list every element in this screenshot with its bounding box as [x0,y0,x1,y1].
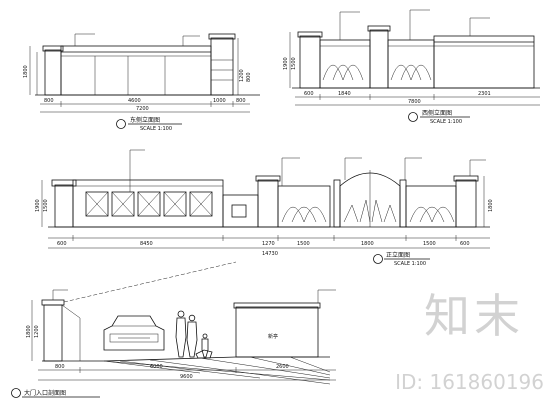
dim-total: 14730 [262,251,278,257]
square-panel [111,191,135,217]
dim-total: 7800 [408,99,421,105]
wall-cap [233,302,321,309]
pier [210,37,234,96]
title-bubble [11,388,21,398]
dim-bottom: 8450 [140,241,153,247]
pier-cap [41,299,65,306]
dim-bottom: 1500 [297,241,310,247]
dim-bottom: 4600 [128,98,141,104]
dim-bottom: 800 [44,98,54,104]
elevation-west: 1900 1500 600 1840 2301 7800 西侧立面图 SCALE… [283,9,540,125]
wall-panel [235,306,319,358]
pier [299,35,321,89]
entrance-section: 新亭 1800 1200 800 6000 2600 9600 大门入口剖面图 [11,261,336,398]
square-panel [163,191,187,217]
wall-panel [60,45,212,96]
people-silhouettes [175,310,213,359]
square-panel [137,191,161,217]
elevation-title: 正立面图 [386,251,410,259]
dim-side: 1800 [23,65,29,78]
dim-bottom: 2600 [276,364,289,370]
pier [257,179,279,228]
dim-total: 9600 [180,374,193,380]
title-bubble [373,254,383,264]
wall-label: 新亭 [268,333,278,340]
car-silhouette [103,315,165,351]
title-bubble [116,119,126,129]
pier-cap [42,45,64,52]
pier [43,304,63,362]
dim-bottom: 800 [236,98,246,104]
pier-cap [367,25,391,32]
gate-post [399,179,407,228]
elevation-scale: SCALE 1:100 [394,261,426,267]
dim-bottom: 6000 [150,364,163,370]
dim-bottom: 800 [55,364,65,370]
elevation-front: 1900 1500 1800 600 8450 1270 1500 1800 1… [35,149,494,267]
pier-cap [208,33,236,40]
dim-side: 1200 [239,69,245,82]
elevation-east: 1800 1200 800 800 4600 1000 800 7200 东侧立… [23,33,260,132]
square-panel [189,191,213,217]
pier [44,49,62,96]
fence-panel [319,39,371,89]
pier-cap [297,31,323,38]
dim-side: 1800 [488,199,494,212]
fence-panel [277,185,331,228]
dim-side: 1900 [35,199,41,212]
watermark-id: ID: 161860196 [395,370,544,394]
dim-side: 1800 [26,325,32,338]
dim-side: 1200 [34,325,40,338]
dim-bottom: 1000 [213,98,226,104]
gate-post [333,179,341,228]
pier [369,29,389,89]
pier [54,184,74,228]
elevation-title: 东侧立面图 [130,116,160,124]
elevation-title: 西侧立面图 [422,109,452,117]
watermark-logo: 知末 [424,289,524,343]
wall-panel [433,35,535,89]
dim-side: 1900 [283,57,289,70]
elevation-scale: SCALE 1:100 [430,119,462,125]
dim-bottom: 600 [460,241,470,247]
dim-bottom: 1840 [338,91,351,97]
pier-cap [453,175,479,182]
pier-cap [255,175,281,182]
dim-side: 1500 [43,199,49,212]
dim-side: 800 [246,72,252,82]
dim-side: 1500 [291,57,297,70]
dim-total: 7200 [136,106,149,112]
pier-cap [51,179,77,187]
square-panel [85,191,109,217]
dim-bottom: 600 [57,241,67,247]
dim-bottom: 2301 [478,91,491,97]
section-title: 大门入口剖面图 [24,389,66,397]
elevation-scale: SCALE 1:100 [140,126,172,132]
dim-bottom: 1500 [423,241,436,247]
dim-bottom: 600 [304,91,314,97]
low-wall [222,194,259,228]
title-bubble [408,112,418,122]
dim-bottom: 1800 [361,241,374,247]
dim-bottom: 1270 [262,241,275,247]
fence-panel [387,39,435,89]
pier [455,179,477,228]
fence-panel [405,185,457,228]
